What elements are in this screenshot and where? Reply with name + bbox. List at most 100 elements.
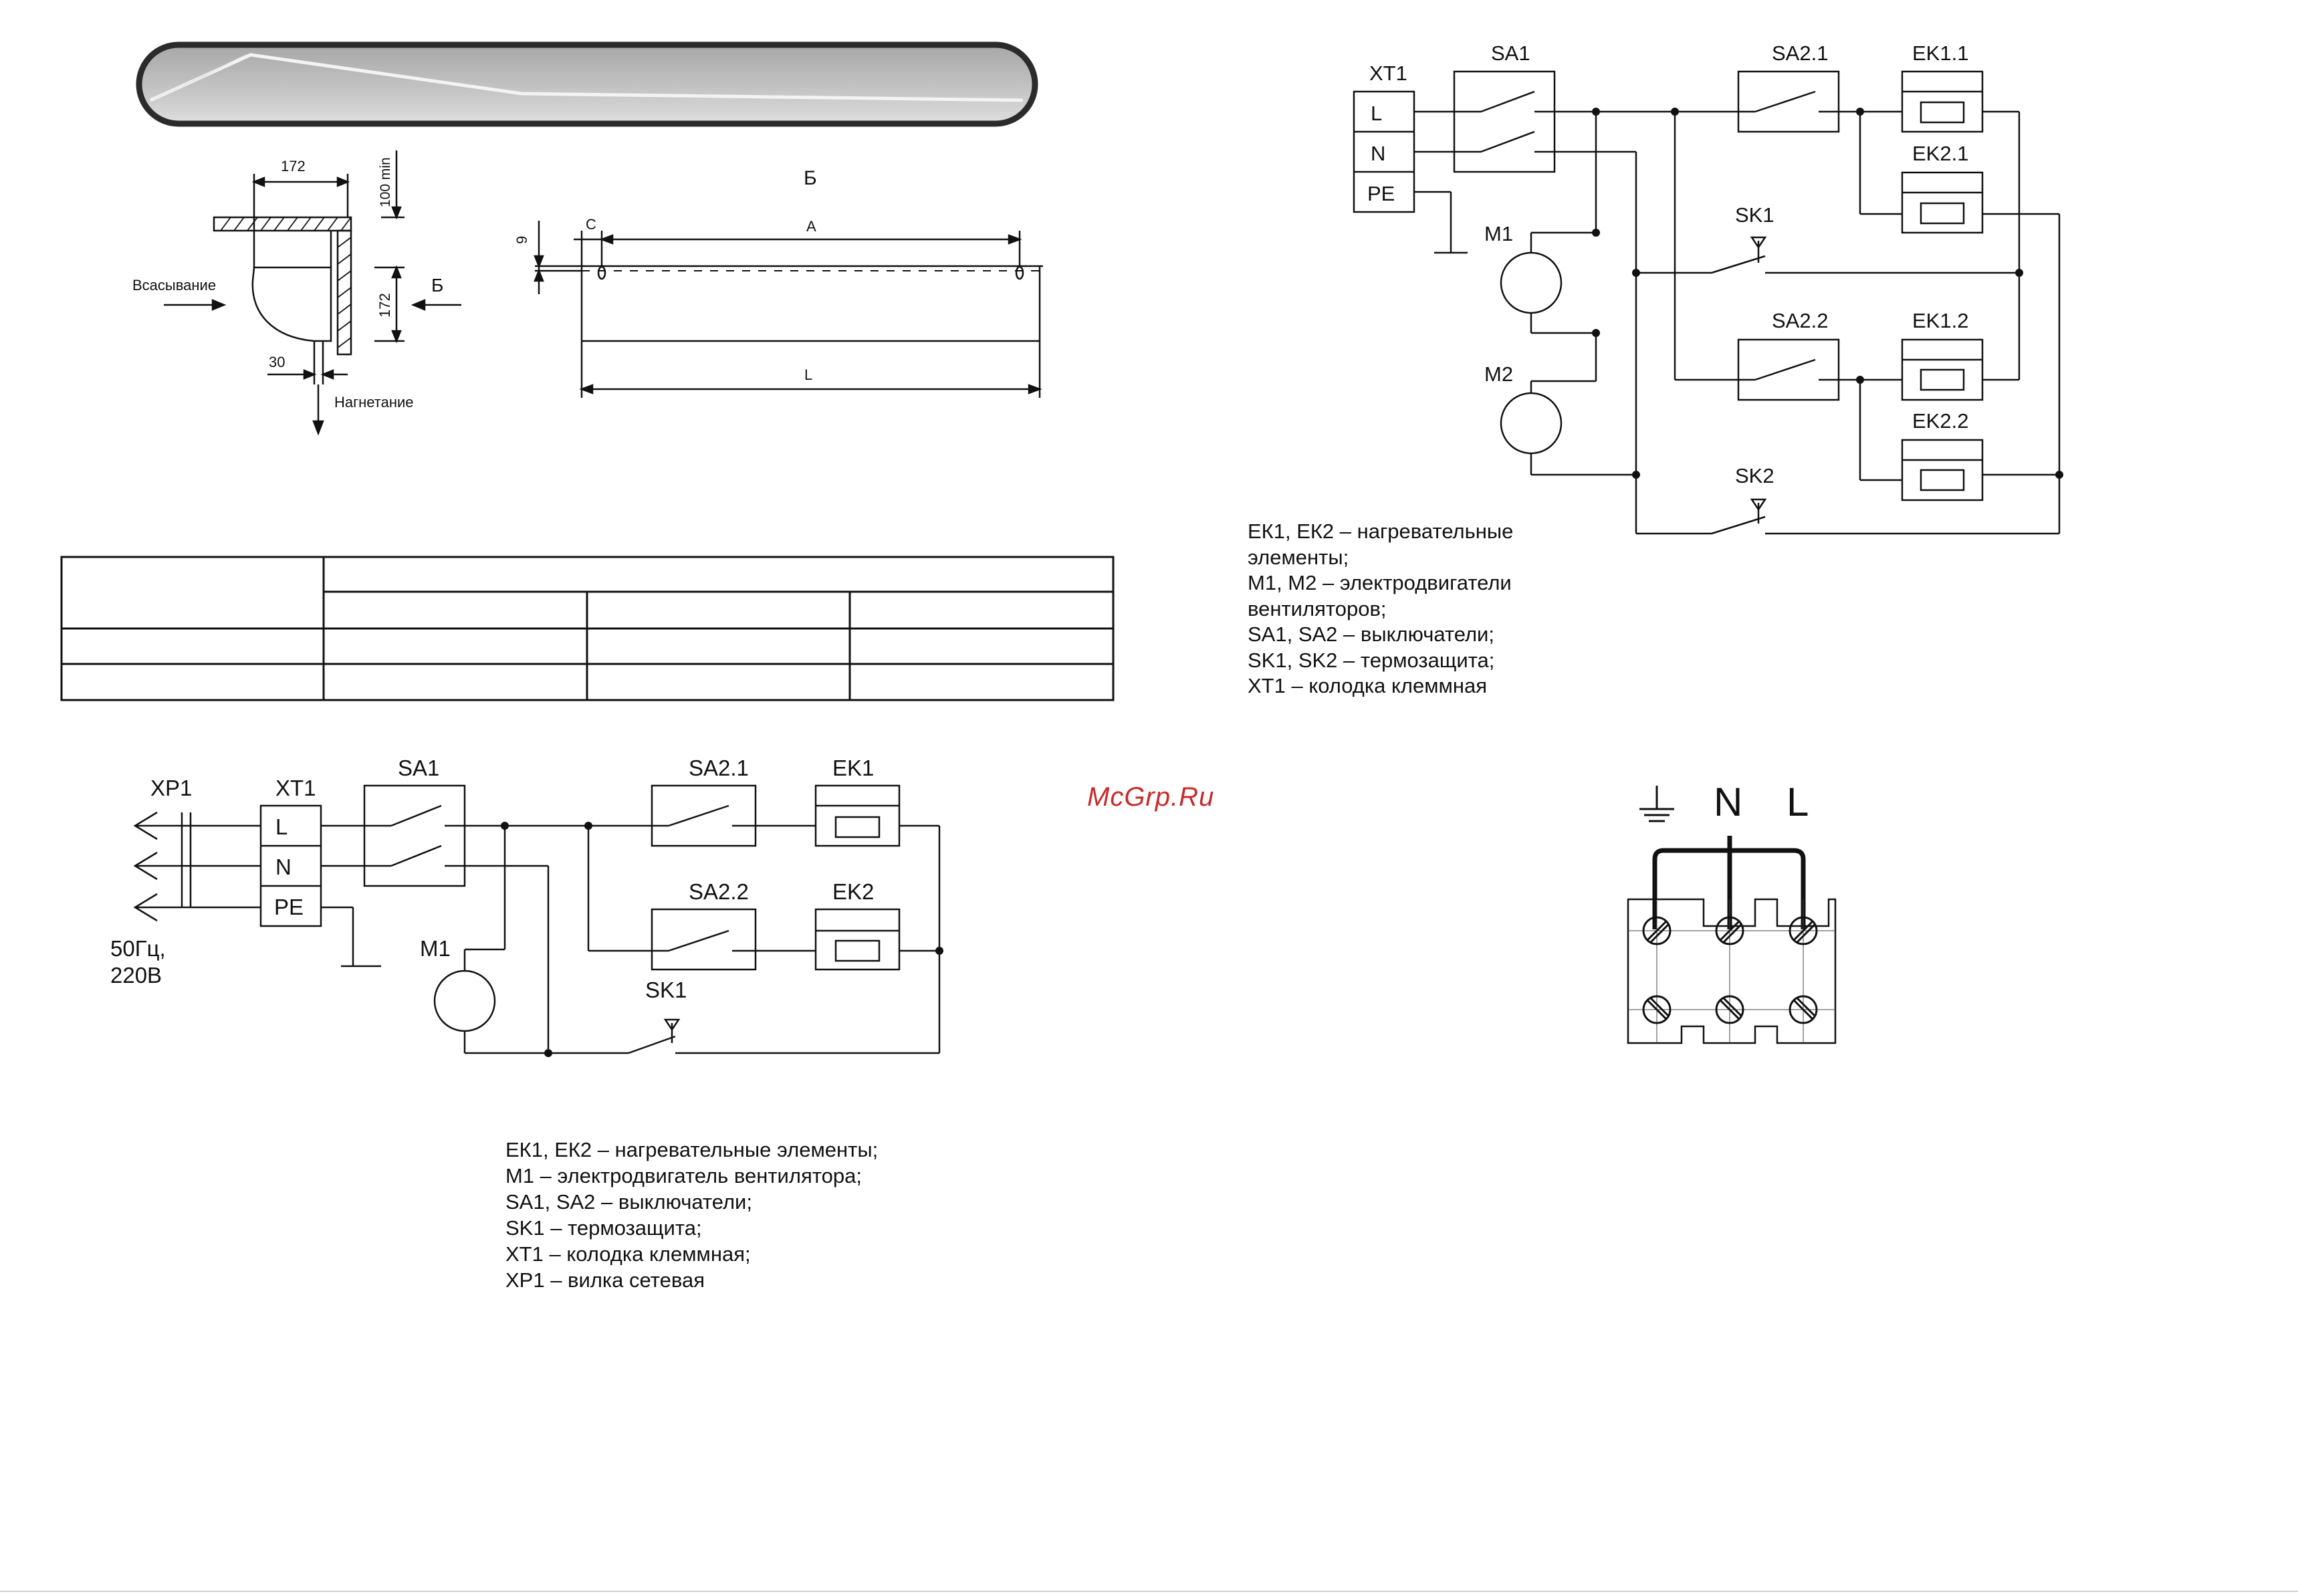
supply-line1: 50Гц, xyxy=(110,936,166,961)
dim-small-label: 9 xyxy=(513,236,530,244)
wall-hatch xyxy=(337,237,352,348)
sa1-label-1: SA1 xyxy=(398,756,439,780)
header-banner xyxy=(136,41,1038,127)
motor-m1-1 xyxy=(433,970,496,1032)
m2-label: M2 xyxy=(1484,362,1513,386)
view-b-drawing xyxy=(534,221,1043,398)
ceiling-hatch xyxy=(220,217,352,231)
sa1-box-1 xyxy=(363,784,466,887)
terminal-pe-1: PE xyxy=(274,895,304,919)
ek21-box xyxy=(1901,171,1984,234)
screw-bottom-n xyxy=(1715,995,1744,1024)
terminal-l-2: L xyxy=(1371,102,1382,125)
terminal-n-2: N xyxy=(1371,142,1385,165)
wiring-diagram-dual-motor xyxy=(1353,70,2061,535)
m1-label-2: M1 xyxy=(1484,222,1513,245)
ek2-box-1 xyxy=(814,908,901,971)
sa2-2-box-1 xyxy=(651,908,757,971)
ek1-box-1 xyxy=(814,784,901,847)
spec-table xyxy=(60,556,1115,701)
wall-slab xyxy=(336,229,352,356)
motor-m1-2 xyxy=(1500,251,1563,314)
ek11-box xyxy=(1901,70,1984,133)
legend-item: XT1 – колодка клеммная xyxy=(1248,674,1487,697)
legend-item: М1, М2 – электродвигатели xyxy=(1248,571,1512,594)
sa2-2-label-1: SA2.2 xyxy=(689,879,749,904)
ek2-label-1: EK2 xyxy=(832,879,874,904)
view-b-marker: Б xyxy=(431,275,443,296)
ek11-label: EK1.1 xyxy=(1912,41,1968,65)
ek12-label: EK1.2 xyxy=(1912,309,1968,332)
dim-a-label: A xyxy=(806,218,816,235)
screw-bottom-l xyxy=(1789,995,1818,1024)
terminal-pe-2: PE xyxy=(1367,182,1395,205)
side-view-drawing xyxy=(164,150,461,436)
unit-body xyxy=(251,266,332,342)
sa2-1-box-2 xyxy=(1737,70,1840,133)
terminal-wiring-labels: N L xyxy=(1714,780,1809,824)
terminal-n-1: N xyxy=(275,854,292,879)
dim-clearance-label: 100 min xyxy=(378,157,393,207)
screw-top-l xyxy=(1789,916,1818,945)
legend-item: вентиляторов; xyxy=(1248,596,1387,620)
motor-m2 xyxy=(1500,392,1563,455)
dim-height-label: 172 xyxy=(376,293,393,318)
ek12-box xyxy=(1901,338,1984,401)
ek21-label: EK2.1 xyxy=(1912,142,1968,165)
ground-icon xyxy=(1639,786,1674,822)
label-l: L xyxy=(1787,780,1809,824)
screw-top-ground xyxy=(1642,916,1672,945)
suction-label: Всасывание xyxy=(132,277,216,294)
wiring-diagram-single-motor xyxy=(133,784,941,1054)
legend-item: XT1 – колодка клеммная; xyxy=(505,1242,751,1266)
single-motor-labels: XP1 XT1 L N PE 50Гц, 220В SA1 SA2.1 SA2.… xyxy=(110,756,874,1002)
ek1-label-1: EK1 xyxy=(832,756,874,780)
sa2-1-box-1 xyxy=(651,784,757,847)
legend-item: элементы; xyxy=(1248,545,1349,569)
sa2-1-label-2: SA2.1 xyxy=(1772,41,1828,65)
sa2-2-label-2: SA2.2 xyxy=(1772,309,1828,332)
single-motor-dots xyxy=(501,822,943,1057)
label-n: N xyxy=(1714,780,1742,824)
sa1-box-2 xyxy=(1453,70,1556,173)
ek22-box xyxy=(1901,439,1984,501)
sa2-1-label-1: SA2.1 xyxy=(689,756,749,780)
legend-item: XP1 – вилка сетевая xyxy=(505,1268,705,1292)
legend-item: SA1, SA2 – выключатели; xyxy=(505,1190,752,1214)
sa2-2-box-2 xyxy=(1737,338,1840,401)
dim-c-label: C xyxy=(586,216,596,233)
side-view-labels: 172 100 min 172 30 Всасывание Нагнетание… xyxy=(132,157,443,411)
screw-top-n xyxy=(1715,916,1744,945)
xt1-label-2: XT1 xyxy=(1369,62,1407,85)
discharge-label: Нагнетание xyxy=(334,394,414,411)
sa1-label-2: SA1 xyxy=(1491,41,1530,65)
ceiling-slab xyxy=(213,216,352,232)
legend-item: SK1, SK2 – термозащита; xyxy=(1248,648,1495,672)
legend-item: М1 – электродвигатель вентилятора; xyxy=(505,1164,862,1187)
sk1-label-1: SK1 xyxy=(645,978,687,1002)
ek22-label: EK2.2 xyxy=(1912,409,1968,433)
legend-dual-motor: ЕК1, ЕК2 – нагревательные элементы; М1, … xyxy=(1248,519,1513,699)
m1-label-1: M1 xyxy=(420,936,451,961)
legend-single-motor: ЕК1, ЕК2 – нагревательные элементы; М1 –… xyxy=(505,1137,878,1293)
view-b-title: Б xyxy=(804,167,817,189)
terminal-wiring-drawing xyxy=(1627,786,1837,1044)
watermark-text: McGrp.Ru xyxy=(1087,782,1215,812)
dim-bottom-label: 30 xyxy=(269,354,285,370)
legend-item: ЕК1, ЕК2 – нагревательные элементы; xyxy=(505,1138,879,1161)
xt1-label-1: XT1 xyxy=(275,776,316,800)
screw-bottom-ground xyxy=(1642,995,1672,1024)
supply-line2: 220В xyxy=(110,963,162,988)
xp1-label: XP1 xyxy=(150,776,192,800)
dual-motor-labels: XT1 L N PE SA1 SA2.1 EK1.1 EK2.1 SA2.2 E… xyxy=(1367,41,1968,487)
sk2-label: SK2 xyxy=(1735,464,1774,487)
dim-width-label: 172 xyxy=(281,158,306,175)
dual-motor-dots xyxy=(1592,108,2063,479)
legend-item: SA1, SA2 – выключатели; xyxy=(1248,622,1494,646)
view-b-labels: Б C A L 9 xyxy=(513,167,817,383)
legend-item: SK1 – термозащита; xyxy=(505,1216,702,1240)
sk1-label-2: SK1 xyxy=(1735,203,1774,227)
dim-l-label: L xyxy=(804,366,812,383)
